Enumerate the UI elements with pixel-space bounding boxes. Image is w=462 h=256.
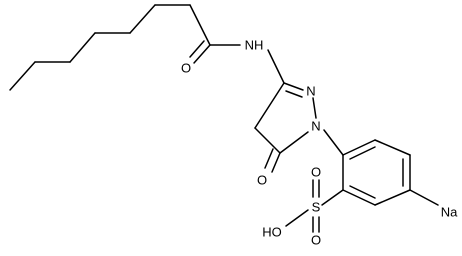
bond-ar-s (321, 189, 344, 206)
atom-sulfonyl-s: S (312, 200, 321, 215)
atom-ring-n-bottom: N (311, 119, 320, 134)
atom-carbonyl-o: O (181, 61, 191, 76)
sulfonic-acid-group (285, 179, 344, 233)
bond-c1-c2 (9, 61, 36, 91)
alkyl-chain (9, 4, 211, 91)
atom-ring-n-top: N (306, 84, 315, 99)
bond-ar4-ar5 (374, 189, 411, 206)
bond-c3-c4 (69, 32, 96, 63)
pyrazolone-ring (254, 82, 317, 173)
bond-c4-c3 (254, 82, 285, 129)
bond-carbonyl-c-o-2 (189, 40, 205, 58)
bond-c5-o-double-1 (271, 152, 281, 173)
atom-hydroxyl: HO (262, 225, 282, 240)
bond-c5-o-double-2 (264, 148, 274, 169)
bond-c7-c8 (189, 4, 211, 46)
atom-sodium: Na (441, 205, 458, 220)
bond-ar1-ar2 (342, 139, 376, 156)
atom-nh: NH (245, 38, 264, 53)
bond-carbonyl-c-o-1 (193, 44, 211, 64)
bond-c3-n2-double-2 (285, 90, 303, 98)
bond-ar-na (409, 189, 439, 206)
atom-sulfonyl-o-left: O (311, 165, 321, 180)
bond-s-oh (285, 209, 309, 227)
bond-ar1-ar2-inner (349, 146, 376, 160)
bond-c5-c4 (254, 127, 281, 154)
atom-ring-keto-o: O (257, 173, 267, 188)
atom-labels: NH O N N O S O O HO Na (181, 38, 458, 248)
bond-ar2-ar3 (374, 139, 411, 156)
bond-ar5-ar6 (342, 189, 376, 206)
bond-n2-n1 (312, 97, 317, 119)
bond-n1-c5 (279, 131, 309, 154)
bond-c3-n2-double-1 (283, 82, 304, 91)
bond-nh-ring (267, 49, 285, 84)
atom-sulfonyl-o-right: O (311, 233, 321, 248)
benzene-ring (323, 129, 439, 206)
bond-n1-aryl (323, 129, 344, 156)
bond-ar5-ar6-inner (349, 185, 376, 199)
amide-group (189, 40, 285, 84)
bond-c5-c6 (129, 4, 156, 34)
